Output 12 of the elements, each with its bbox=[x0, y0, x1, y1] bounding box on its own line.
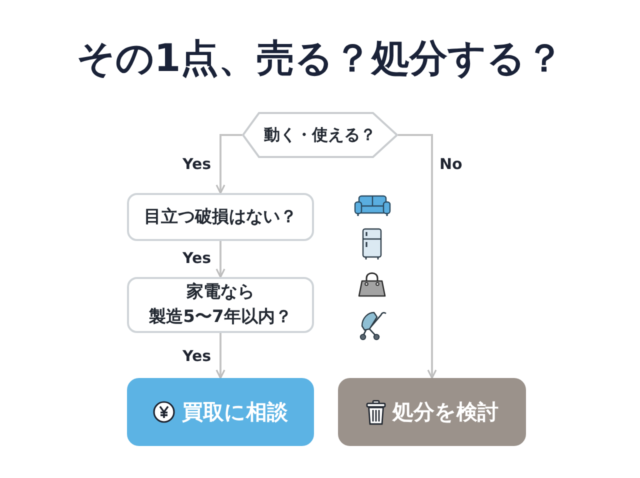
question-box: 目立つ破損はない？ bbox=[127, 193, 314, 241]
question-box: 家電なら製造5〜7年以内？ bbox=[127, 277, 314, 333]
arrow bbox=[398, 134, 437, 379]
result-text: 買取に相談 bbox=[182, 399, 288, 426]
decision-hexagon: 動く・使える？ bbox=[242, 112, 398, 158]
arrow bbox=[216, 333, 226, 379]
result-text: 処分を検討 bbox=[392, 399, 498, 426]
arrow bbox=[216, 241, 226, 278]
result-box bbox=[338, 378, 526, 446]
arrow bbox=[216, 134, 242, 194]
title: その1点、売る？処分する？ bbox=[75, 38, 565, 80]
result-box bbox=[127, 378, 314, 446]
